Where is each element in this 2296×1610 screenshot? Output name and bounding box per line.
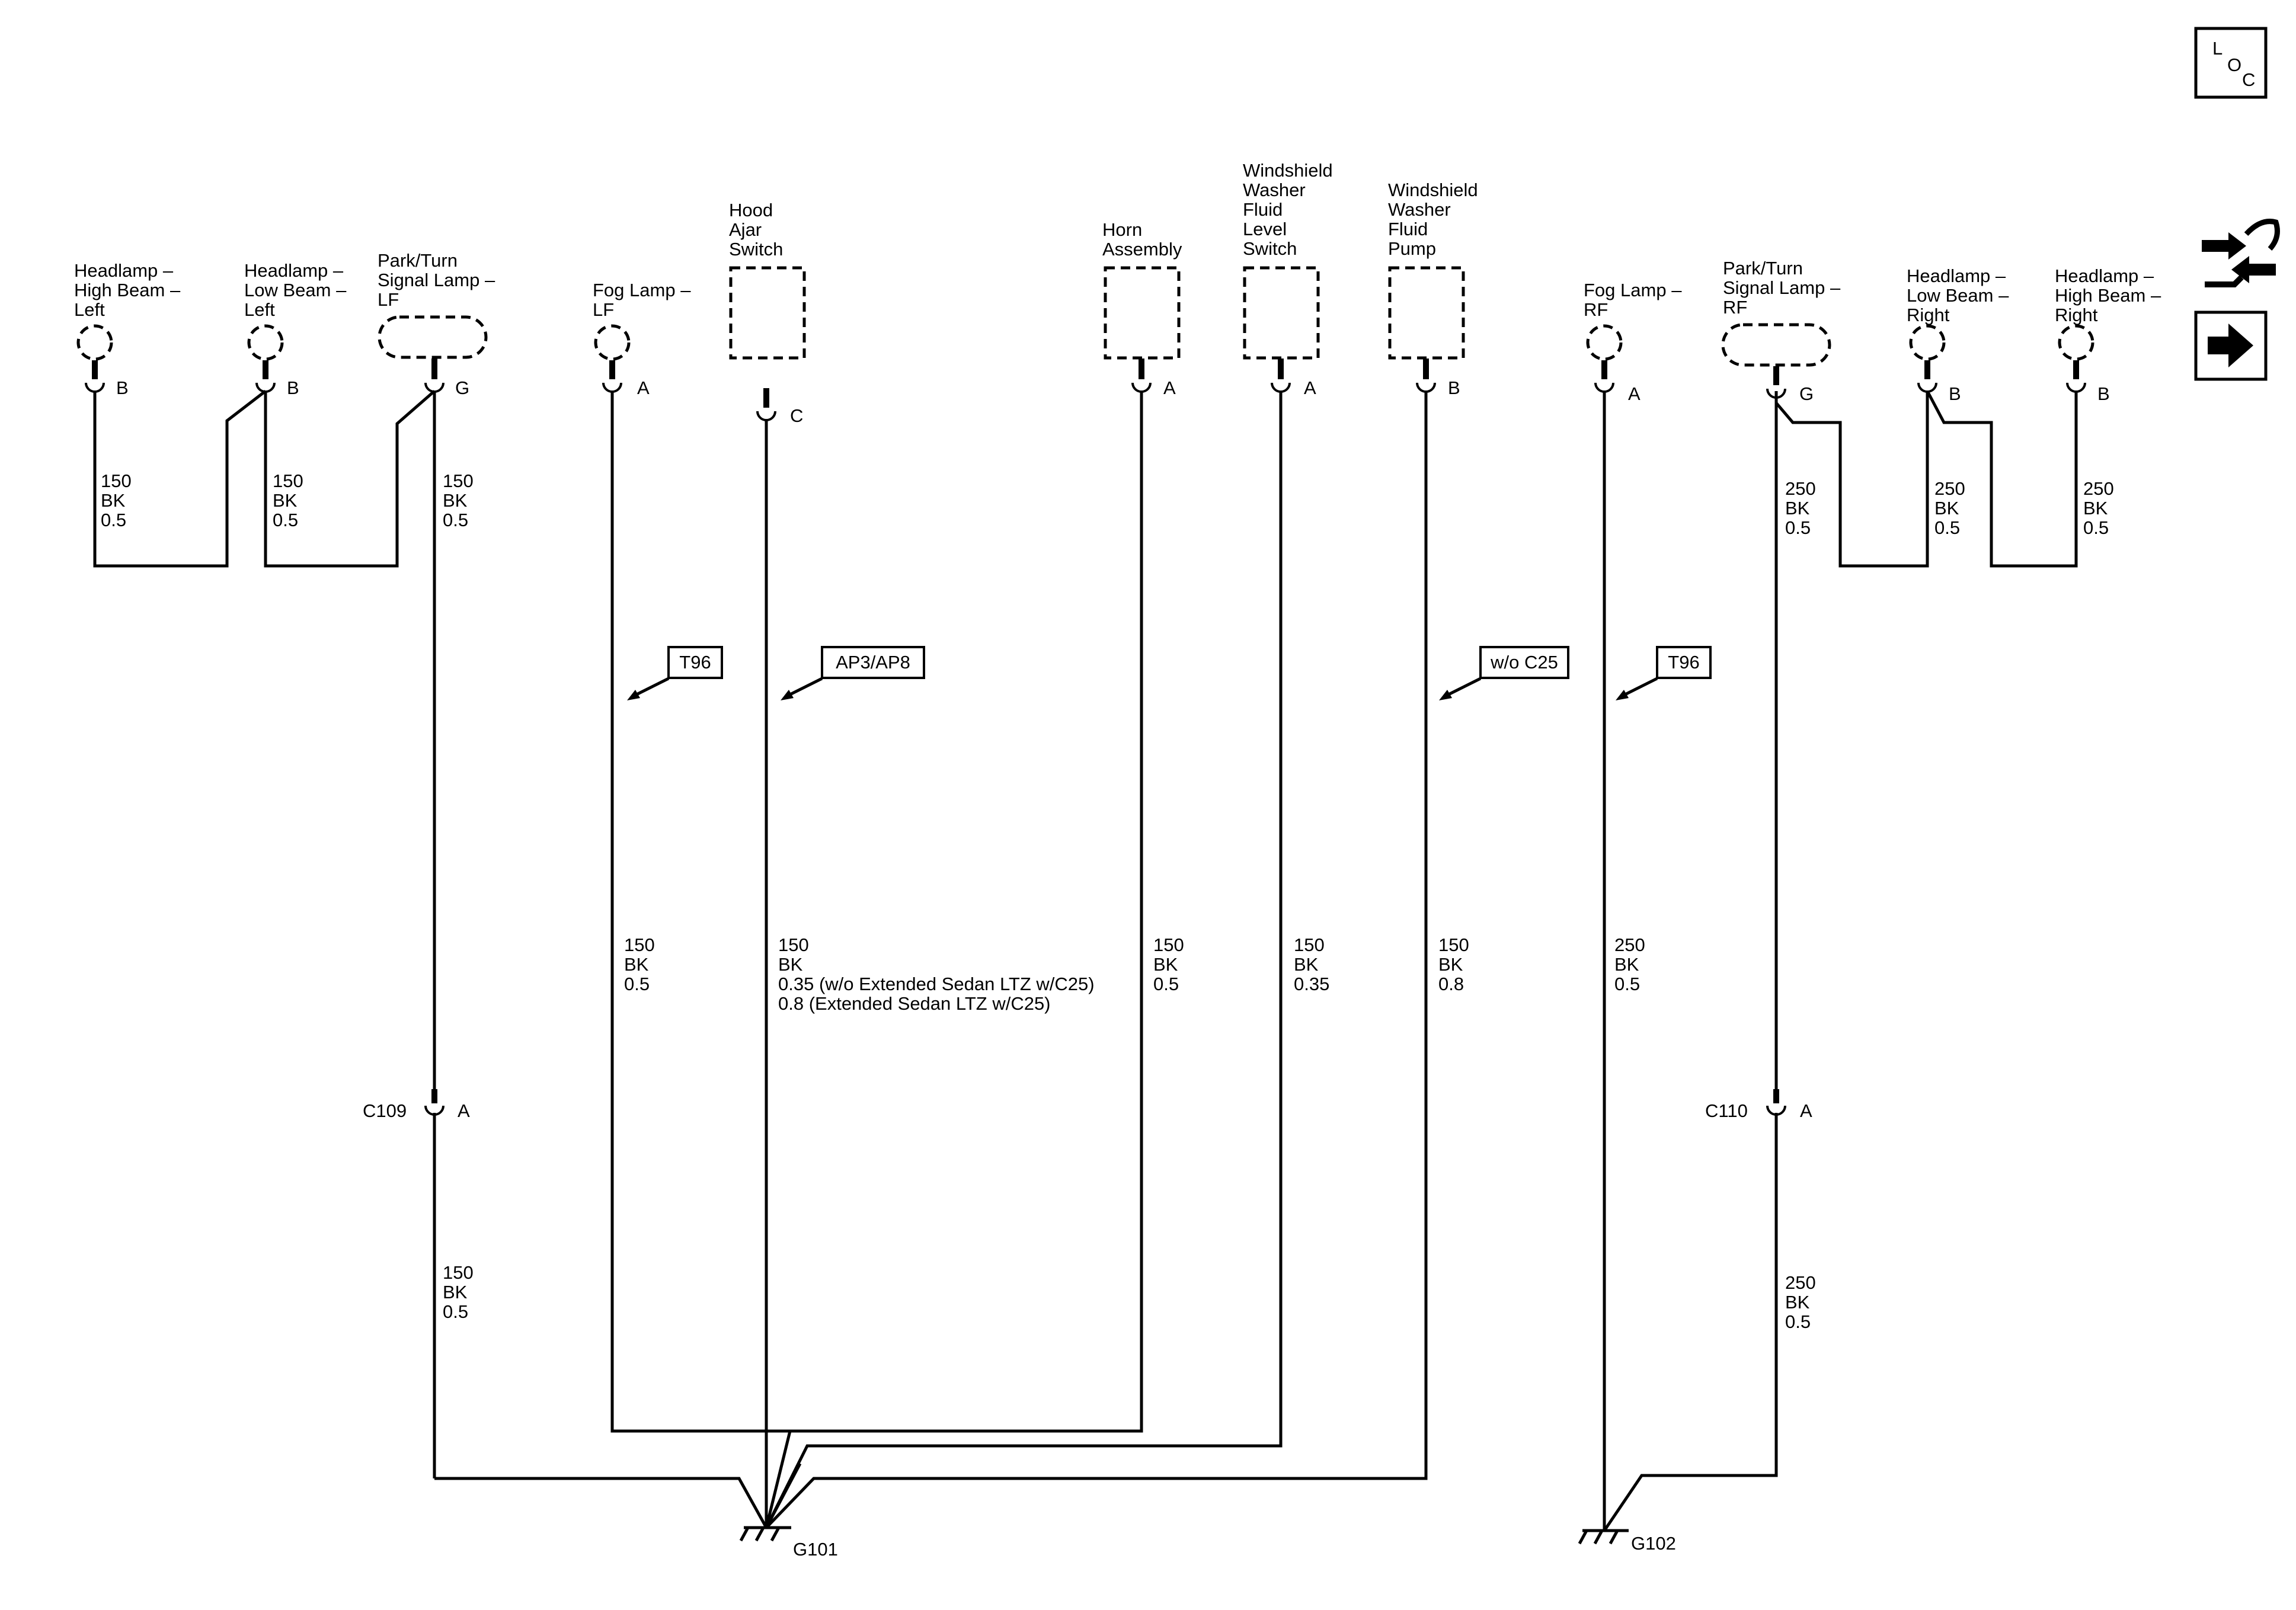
terminal-ws-level <box>1271 359 1291 393</box>
terminal-ws-pump <box>1416 359 1436 393</box>
label-headlamp-low-beam-left: Headlamp – Low Beam – Left <box>244 260 351 320</box>
wire-label-hb-rt: 250 BK 0.5 <box>2083 478 2119 538</box>
wire-label-horn: 150 BK 0.5 <box>1153 934 1189 994</box>
wires <box>93 390 2078 1532</box>
wire-label-pt-rf-lower: 250 BK 0.5 <box>1785 1272 1821 1332</box>
pin-label-lb-lf: B <box>287 377 299 398</box>
connector-pin-c110: A <box>1800 1100 1812 1121</box>
terminal-lb-rt <box>1917 360 1937 393</box>
label-hood-ajar-switch: Hood Ajar Switch <box>729 200 783 260</box>
terminal-pt-lf <box>424 359 445 393</box>
fog-lamp-rf-bulb <box>1586 324 1623 361</box>
wire-label-pt-rf-upper: 250 BK 0.5 <box>1785 478 1821 538</box>
terminal-hb-rt <box>2066 360 2086 393</box>
fog-lamp-lf-bulb <box>594 324 631 361</box>
connector-label-c110: C110 <box>1705 1100 1748 1121</box>
pin-labels: B B G A C A A B A G B B <box>116 377 2110 426</box>
terminal-lb-lf <box>255 360 276 393</box>
terminal-fog-lf <box>602 360 622 393</box>
connector-label-c109: C109 <box>363 1100 407 1121</box>
wire-label-pt-lf-upper: 150 BK 0.5 <box>443 470 478 530</box>
loc-icon-letter-l: L <box>2212 38 2223 59</box>
pin-label-hb-lf: B <box>116 377 129 398</box>
wire-label-hb-lf: 150 BK 0.5 <box>101 470 136 530</box>
wire-label-pt-lf-lower: 150 BK 0.5 <box>443 1262 478 1322</box>
arrow-right-icon[interactable] <box>2194 311 2268 381</box>
wire-label-lb-lf: 150 BK 0.5 <box>273 470 308 530</box>
terminals <box>85 359 2086 1116</box>
headlamp-high-beam-right-bulb <box>2058 324 2094 361</box>
loc-icon-letter-o: O <box>2227 55 2241 75</box>
pin-label-fog-lf: A <box>637 377 650 398</box>
label-washer-fluid-level-switch: Windshield Washer Fluid Level Switch <box>1243 160 1338 259</box>
label-washer-fluid-pump: Windshield Washer Fluid Pump <box>1388 180 1483 259</box>
ground-label-g102: G102 <box>1631 1533 1676 1554</box>
park-turn-lamp-rf-shape <box>1721 323 1831 367</box>
option-callout-ws-pump: w/o C25 <box>1439 646 1569 700</box>
pin-label-ws-pump: B <box>1448 377 1460 398</box>
wire-label-fog-rf: 250 BK 0.5 <box>1614 934 1650 994</box>
option-label-ws-pump: w/o C25 <box>1490 652 1558 673</box>
pin-label-pt-rf: G <box>1799 383 1814 404</box>
terminal-fog-rf <box>1594 360 1614 393</box>
ground-g102-symbol <box>1578 1529 1629 1545</box>
option-label-fog-rf: T96 <box>1668 652 1699 673</box>
ground-symbols <box>739 1526 1629 1545</box>
label-headlamp-high-beam-left: Headlamp – High Beam – Left <box>74 260 186 320</box>
label-horn-assembly: Horn Assembly <box>1102 219 1182 260</box>
ground-label-g101: G101 <box>793 1539 838 1560</box>
component-shapes <box>76 266 2094 367</box>
pin-label-ws-level: A <box>1304 377 1316 398</box>
headlamp-high-beam-left-bulb <box>76 324 113 361</box>
option-label-hood: AP3/AP8 <box>836 652 910 673</box>
label-fog-lamp-rf: Fog Lamp – RF <box>1584 280 1687 320</box>
terminal-hb-lf <box>85 360 105 393</box>
wire-label-lb-rt: 250 BK 0.5 <box>1934 478 1970 538</box>
wire-labels: 150 BK 0.5 150 BK 0.5 150 BK 0.5 150 BK … <box>101 470 2119 1332</box>
wire-label-ws-level: 150 BK 0.35 <box>1294 934 1329 994</box>
label-park-turn-lamp-rf: Park/Turn Signal Lamp – RF <box>1723 258 1846 318</box>
option-callout-fog-rf: T96 <box>1616 646 1712 700</box>
wiring-routing-icon[interactable] <box>2202 219 2280 287</box>
pin-label-hb-rt: B <box>2097 383 2110 404</box>
option-label-fog-lf: T96 <box>679 652 711 673</box>
pin-label-hood: C <box>790 405 803 426</box>
terminal-pt-rf <box>1766 366 1786 399</box>
option-callouts: T96 AP3/AP8 w/o C25 T96 <box>627 646 1712 700</box>
label-headlamp-low-beam-right: Headlamp – Low Beam – Right <box>1907 265 2014 325</box>
terminal-horn <box>1131 359 1152 393</box>
connector-labels: C109 A C110 A G101 G102 <box>363 1100 1812 1560</box>
wire-label-hood: 150 BK 0.35 (w/o Extended Sedan LTZ w/C2… <box>778 934 1099 1014</box>
inline-connector-c110 <box>1766 1089 1786 1116</box>
ground-g101-symbol <box>739 1526 791 1542</box>
pin-label-pt-lf: G <box>455 377 469 398</box>
washer-fluid-pump-box <box>1388 266 1465 360</box>
terminal-hood <box>756 388 776 421</box>
washer-fluid-level-switch-box <box>1243 266 1320 360</box>
label-headlamp-high-beam-right: Headlamp – High Beam – Right <box>2055 265 2166 325</box>
connector-pin-c109: A <box>458 1100 470 1121</box>
park-turn-lamp-lf-shape <box>378 315 488 359</box>
wire-label-ws-pump: 150 BK 0.8 <box>1438 934 1474 994</box>
headlamp-low-beam-left-bulb <box>247 324 284 361</box>
component-labels: Headlamp – High Beam – Left Headlamp – L… <box>74 160 2166 325</box>
pin-label-lb-rt: B <box>1949 383 1961 404</box>
label-park-turn-lamp-lf: Park/Turn Signal Lamp – LF <box>378 250 500 310</box>
option-callout-fog-lf: T96 <box>627 646 723 700</box>
pin-label-horn: A <box>1163 377 1176 398</box>
option-callout-hood: AP3/AP8 <box>781 646 925 700</box>
loc-icon[interactable]: L O C <box>2194 27 2268 99</box>
inline-connector-c109 <box>424 1089 445 1116</box>
wire-label-fog-lf: 150 BK 0.5 <box>624 934 660 994</box>
headlamp-low-beam-right-bulb <box>1909 324 1946 361</box>
pin-label-fog-rf: A <box>1628 383 1641 404</box>
hood-ajar-switch-box <box>729 266 806 360</box>
label-fog-lamp-lf: Fog Lamp – LF <box>593 280 696 320</box>
loc-icon-letter-c: C <box>2242 69 2255 90</box>
horn-assembly-box <box>1104 266 1181 360</box>
